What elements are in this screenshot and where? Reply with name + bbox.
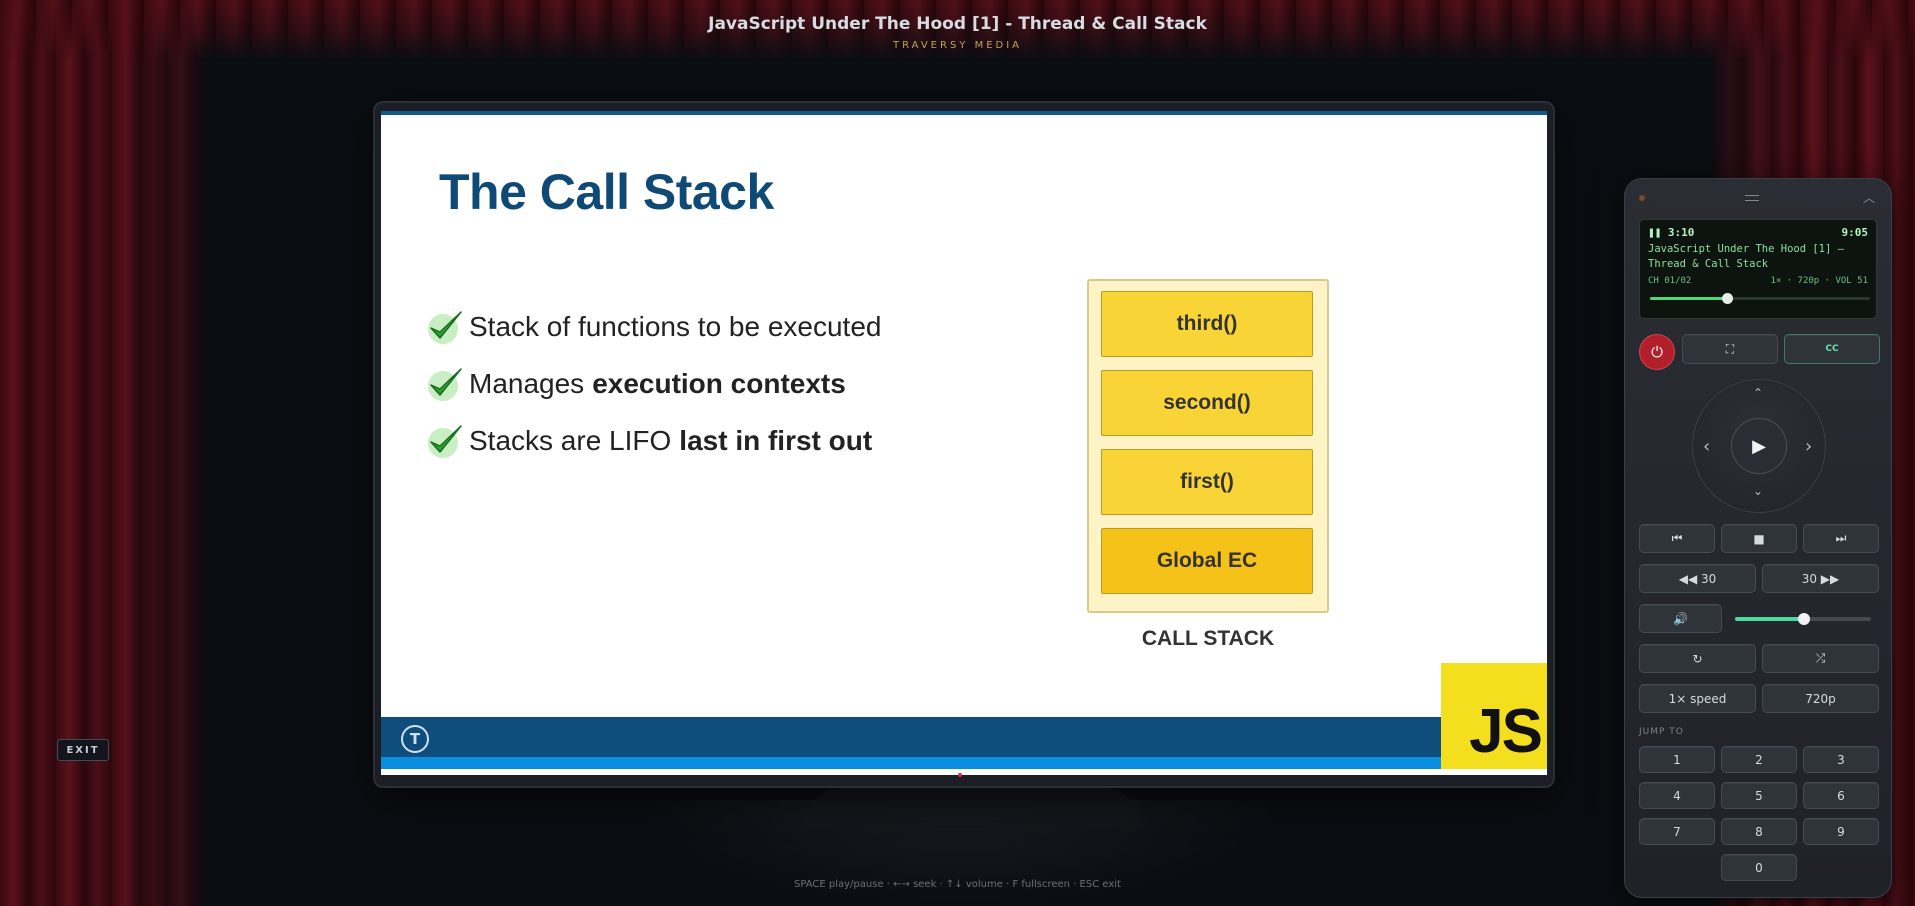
jump-key-7[interactable]: 7 — [1639, 818, 1715, 845]
stop-button[interactable]: ■ — [1721, 524, 1797, 553]
shuffle-button[interactable]: ⤮ — [1762, 644, 1879, 673]
fullscreen-icon: ⛶ — [1725, 341, 1735, 356]
repeat-icon: ↻ — [1692, 651, 1703, 666]
slide-bullet: Stacks are LIFO last in first out — [425, 421, 872, 461]
jump-to-label: JUMP TO — [1639, 727, 1684, 737]
curtain-shadow-left — [120, 0, 240, 906]
seek-bar[interactable] — [1650, 293, 1870, 304]
previous-icon: ⏮ — [1671, 531, 1683, 545]
next-button[interactable]: ⏭ — [1803, 524, 1879, 553]
drag-handle-icon[interactable] — [1745, 195, 1759, 201]
elapsed-time: ❚❚ 3:10 — [1648, 226, 1695, 239]
dpad: ⌃ ⌄ ‹ › ▶ — [1692, 379, 1826, 513]
video-screen[interactable]: The Call Stack Stack of functions to be … — [381, 111, 1547, 775]
bullet-bold-text: execution contexts — [592, 368, 846, 399]
stack-frame-global: Global EC — [1101, 528, 1313, 594]
exit-button[interactable]: EXIT — [57, 739, 109, 761]
check-icon — [428, 311, 462, 344]
traversy-logo-icon: T — [401, 725, 429, 753]
check-icon — [428, 425, 462, 458]
jump-key-9[interactable]: 9 — [1803, 818, 1879, 845]
display-title: JavaScript Under The Hood [1] — Thread &… — [1648, 243, 1844, 270]
keyboard-hint: SPACE play/pause · ←→ seek · ↑↓ volume ·… — [794, 879, 1121, 890]
playback-status: 1× · 720p · VOL 51 — [1770, 276, 1868, 286]
down-arrow-icon[interactable]: ⌄ — [1753, 484, 1764, 498]
up-arrow-icon[interactable]: ⌃ — [1753, 386, 1764, 400]
jump-key-6[interactable]: 6 — [1803, 782, 1879, 809]
right-arrow-icon[interactable]: › — [1805, 436, 1813, 457]
seek-handle[interactable] — [1721, 293, 1733, 304]
previous-button[interactable]: ⏮ — [1639, 524, 1715, 553]
stack-frame-second: second() — [1101, 370, 1313, 436]
remote-display: ❚❚ 3:10 9:05 JavaScript Under The Hood [… — [1639, 219, 1877, 319]
mute-button[interactable]: 🔊 — [1639, 604, 1722, 633]
captions-icon: CC — [1825, 344, 1839, 354]
stop-icon: ■ — [1753, 531, 1765, 546]
slide-bullet: Stack of functions to be executed — [425, 307, 881, 347]
fullscreen-button[interactable]: ⛶ — [1682, 334, 1778, 364]
curtain-valance — [0, 0, 1915, 60]
rewind-30-button[interactable]: ◀◀ 30 — [1639, 564, 1756, 593]
remote-status-dot — [1639, 195, 1645, 201]
play-icon: ▶ — [1752, 435, 1766, 457]
stack-frame-third: third() — [1101, 291, 1313, 357]
duration-time: 9:05 — [1841, 226, 1869, 239]
tv-power-led — [958, 773, 962, 777]
jump-key-0[interactable]: 0 — [1721, 854, 1797, 881]
repeat-button[interactable]: ↻ — [1639, 644, 1756, 673]
jump-key-5[interactable]: 5 — [1721, 782, 1797, 809]
js-logo-badge: JS — [1441, 663, 1547, 769]
power-button[interactable]: ⏻ — [1639, 334, 1675, 370]
shuffle-icon: ⤮ — [1815, 651, 1826, 665]
jump-key-3[interactable]: 3 — [1803, 746, 1879, 773]
jump-key-4[interactable]: 4 — [1639, 782, 1715, 809]
bullet-text: Manages — [469, 368, 585, 399]
stack-frame-first: first() — [1101, 449, 1313, 515]
remote-control[interactable]: ︿ ❚❚ 3:10 9:05 JavaScript Under The Hood… — [1624, 178, 1892, 898]
speed-button[interactable]: 1× speed — [1639, 684, 1756, 713]
volume-level — [1735, 617, 1805, 621]
volume-slider[interactable] — [1735, 613, 1871, 625]
volume-icon: 🔊 — [1673, 611, 1688, 626]
volume-handle[interactable] — [1798, 613, 1811, 625]
seek-progress — [1650, 297, 1727, 300]
bullet-bold-text: last in first out — [679, 425, 873, 456]
collapse-chevron-icon[interactable]: ︿ — [1863, 191, 1876, 205]
slide-footer-stripe — [381, 757, 1447, 769]
slide-top-border — [381, 111, 1547, 115]
play-button[interactable]: ▶ — [1731, 418, 1787, 474]
next-icon: ⏭ — [1835, 531, 1847, 545]
tv-frame: The Call Stack Stack of functions to be … — [375, 103, 1553, 786]
slide-footer-bar — [381, 717, 1447, 761]
left-arrow-icon[interactable]: ‹ — [1703, 436, 1711, 457]
slide-bullet: Manages execution contexts — [425, 364, 846, 404]
tv-stand — [803, 788, 1143, 828]
call-stack-label: CALL STACK — [1141, 627, 1275, 650]
check-icon — [428, 368, 462, 401]
video-title: JavaScript Under The Hood [1] - Thread &… — [708, 14, 1207, 34]
jump-key-2[interactable]: 2 — [1721, 746, 1797, 773]
jump-key-1[interactable]: 1 — [1639, 746, 1715, 773]
chapter-indicator: CH 01/02 — [1648, 276, 1692, 286]
quality-button[interactable]: 720p — [1762, 684, 1879, 713]
slide-title: The Call Stack — [439, 164, 774, 220]
captions-button[interactable]: CC — [1784, 334, 1880, 364]
forward-30-button[interactable]: 30 ▶▶ — [1762, 564, 1879, 593]
jump-key-8[interactable]: 8 — [1721, 818, 1797, 845]
bullet-text: Stacks are LIFO — [469, 425, 672, 456]
channel-name: TRAVERSY MEDIA — [892, 40, 1023, 51]
bullet-text: Stack of functions to be executed — [469, 311, 882, 342]
call-stack-diagram: third() second() first() Global EC — [1087, 279, 1329, 613]
